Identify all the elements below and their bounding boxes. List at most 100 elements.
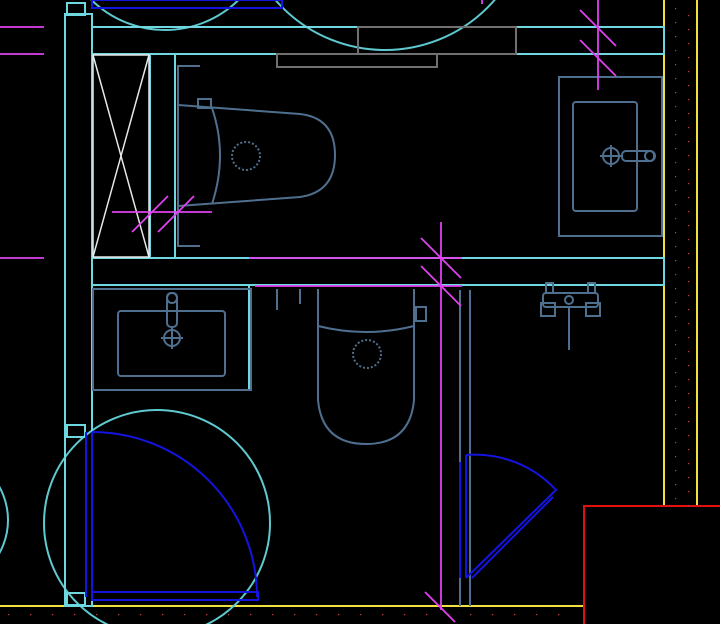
grid-dot xyxy=(675,92,677,94)
grid-dots xyxy=(8,8,690,616)
shower-valve-left xyxy=(540,302,556,317)
grid-dot xyxy=(675,190,677,192)
grid-dot xyxy=(675,442,677,444)
grid-dot xyxy=(688,323,690,325)
grid-dot xyxy=(688,155,690,157)
grid-dot xyxy=(688,99,690,101)
grid-dot xyxy=(360,614,362,616)
door-top-left-sill xyxy=(91,0,283,9)
grid-dot xyxy=(675,358,677,360)
swing-circle-top-left xyxy=(90,0,240,31)
shower-valve-top-1 xyxy=(545,282,554,294)
grid-dot xyxy=(514,614,516,616)
grid-dot xyxy=(688,239,690,241)
swing-circle-bottom-left xyxy=(43,409,271,624)
shower-screen-frame xyxy=(92,54,150,258)
wc-upper-tab xyxy=(197,98,212,109)
grid-dot xyxy=(675,246,677,248)
grid-dot xyxy=(675,176,677,178)
grid-dot xyxy=(688,295,690,297)
door-lower-right-panel-a xyxy=(465,488,558,579)
grid-dot xyxy=(536,614,538,616)
grid-dot xyxy=(688,337,690,339)
grid-dot xyxy=(675,232,677,234)
grid-dot xyxy=(675,386,677,388)
grid-dot xyxy=(688,71,690,73)
wc-upper-bowl xyxy=(177,104,337,207)
shower-valve-right xyxy=(585,302,601,317)
grid-dot xyxy=(675,456,677,458)
grid-dot xyxy=(688,253,690,255)
wc-lower xyxy=(276,289,427,446)
grid-dot xyxy=(675,22,677,24)
grid-dot xyxy=(294,614,296,616)
grid-dot xyxy=(675,498,677,500)
grid-dot xyxy=(688,393,690,395)
grid-dot xyxy=(688,197,690,199)
grid-dot xyxy=(675,302,677,304)
door-swing-circles xyxy=(0,0,496,624)
grid-dot xyxy=(675,274,677,276)
wc-lower-seat xyxy=(317,325,415,333)
basin-left-tap-knob xyxy=(166,292,178,304)
wc-upper xyxy=(177,65,337,247)
basin-left-inner xyxy=(117,310,226,377)
grid-dot xyxy=(688,477,690,479)
wc-upper-flush xyxy=(231,141,261,171)
wc-lower-flush xyxy=(352,339,382,369)
grid-dot xyxy=(675,260,677,262)
boundary-lines xyxy=(0,0,698,607)
doors xyxy=(85,0,558,601)
axis-lines xyxy=(0,0,617,623)
grid-dot xyxy=(272,614,274,616)
grid-dot xyxy=(675,120,677,122)
grid-dot xyxy=(688,463,690,465)
grid-dot xyxy=(675,78,677,80)
grid-dot xyxy=(675,36,677,38)
wc-upper-seat xyxy=(211,107,221,205)
grid-dot xyxy=(675,162,677,164)
wc-lower-bowl xyxy=(317,289,415,446)
grid-dot xyxy=(675,400,677,402)
grid-dot xyxy=(675,414,677,416)
basin-right-outer xyxy=(558,76,663,237)
grid-dot xyxy=(675,288,677,290)
basin-right-inner xyxy=(572,101,638,212)
grid-dot xyxy=(250,614,252,616)
grid-dot xyxy=(688,57,690,59)
axis-tick-top-1 xyxy=(579,9,617,47)
grid-dot xyxy=(688,365,690,367)
grid-dot xyxy=(675,64,677,66)
shower-valve-top-2 xyxy=(587,282,596,294)
shower-valve-body xyxy=(542,292,599,308)
grid-dot xyxy=(558,614,560,616)
wc-upper-cistern xyxy=(177,65,200,247)
grid-dot xyxy=(688,449,690,451)
grid-dot xyxy=(675,344,677,346)
grid-dot xyxy=(688,141,690,143)
grid-dot xyxy=(675,8,677,10)
grid-dot xyxy=(675,428,677,430)
grid-dot xyxy=(688,435,690,437)
grid-dot xyxy=(688,379,690,381)
fixtures xyxy=(92,65,663,606)
grid-dot xyxy=(675,50,677,52)
wall-corner-mid xyxy=(66,424,86,438)
grid-dot xyxy=(338,614,340,616)
basin-left-outer xyxy=(92,288,252,391)
grid-dot xyxy=(675,148,677,150)
axis-tick-shower-2 xyxy=(157,195,195,233)
grid-dot xyxy=(470,614,472,616)
grid-dot xyxy=(316,614,318,616)
grid-dot xyxy=(675,316,677,318)
grid-dot xyxy=(688,15,690,17)
grid-dot xyxy=(675,470,677,472)
door-lower-right xyxy=(459,453,558,579)
axis-tick-top-2 xyxy=(579,39,617,77)
grid-dot xyxy=(688,505,690,507)
grid-dot xyxy=(675,134,677,136)
grid-dot xyxy=(688,29,690,31)
basin-right xyxy=(558,76,663,237)
